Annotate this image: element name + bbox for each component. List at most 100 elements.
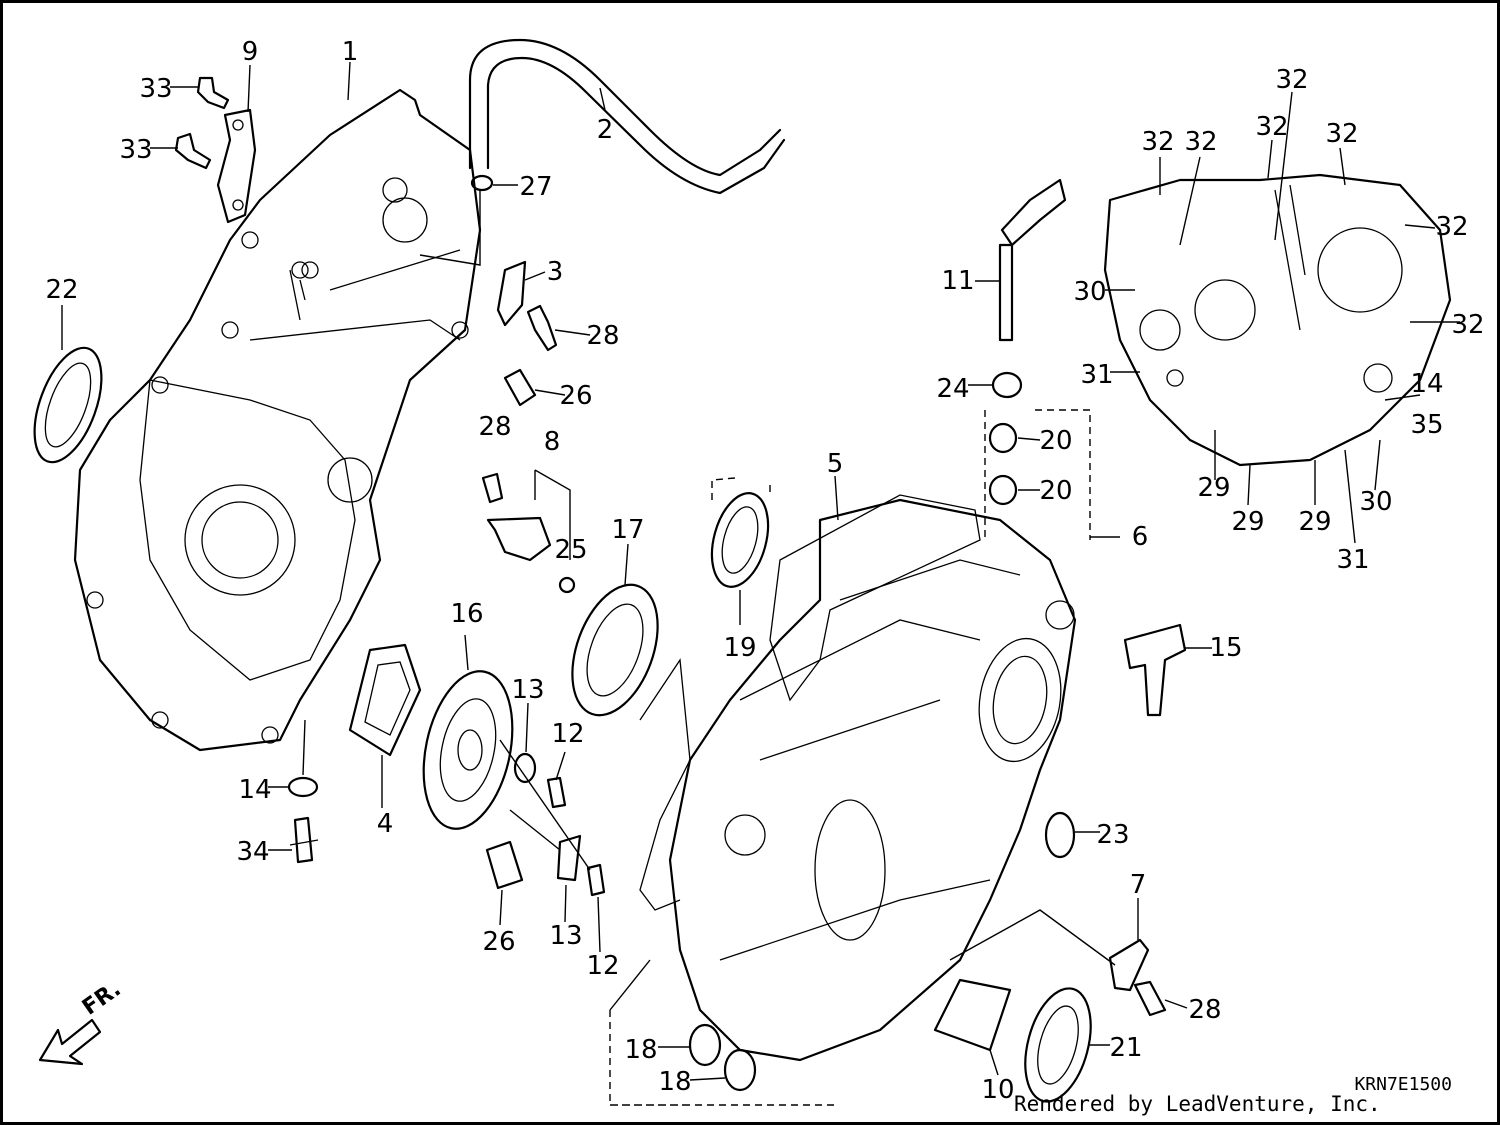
callout-5[interactable]: 5 [827, 449, 844, 479]
callout-21[interactable]: 21 [1109, 1033, 1142, 1063]
collar-18-lower[interactable] [723, 1048, 757, 1092]
callout-23[interactable]: 23 [1096, 820, 1129, 850]
callout-32[interactable]: 32 [1275, 65, 1308, 95]
clip-27[interactable] [470, 174, 494, 192]
seal-23[interactable] [1044, 811, 1076, 859]
callout-28[interactable]: 28 [1188, 995, 1221, 1025]
bolt-28-middle[interactable] [481, 472, 504, 504]
callout-14[interactable]: 14 [238, 775, 271, 805]
callout-14[interactable]: 14 [1410, 369, 1443, 399]
callout-7[interactable]: 7 [1130, 870, 1147, 900]
credit-text: Rendered by LeadVenture, Inc. [1014, 1092, 1381, 1116]
dowel-20-upper[interactable] [988, 422, 1018, 454]
callout-11[interactable]: 11 [941, 266, 974, 296]
callout-32[interactable]: 32 [1141, 127, 1174, 157]
screen-10[interactable] [933, 978, 1012, 1052]
callout-6[interactable]: 6 [1132, 522, 1149, 552]
callout-10[interactable]: 10 [981, 1075, 1014, 1105]
oil-seal-21[interactable] [1014, 981, 1102, 1109]
grommet-24[interactable] [991, 371, 1023, 399]
bolt-33-lower[interactable] [174, 132, 212, 170]
washer-14-lower[interactable] [287, 776, 319, 798]
callout-17[interactable]: 17 [611, 515, 644, 545]
collar-13-upper[interactable] [513, 752, 537, 784]
dowel-pin-26-lower[interactable] [485, 840, 524, 890]
plate-8[interactable] [486, 516, 552, 562]
callout-9[interactable]: 9 [242, 37, 259, 67]
crankcase-gasket-5[interactable] [639, 494, 981, 911]
callout-26[interactable]: 26 [559, 381, 592, 411]
dowel-pin-26-upper[interactable] [503, 368, 537, 407]
callout-29[interactable]: 29 [1298, 507, 1331, 537]
bracket-9[interactable] [216, 108, 257, 224]
callout-3[interactable]: 3 [547, 257, 564, 287]
screw-12-upper[interactable] [546, 776, 567, 809]
bearing-16[interactable] [410, 663, 525, 837]
callout-18[interactable]: 18 [658, 1067, 691, 1097]
callout-13[interactable]: 13 [549, 921, 582, 951]
callout-numbers: 1234567891011121213131414151617181819202… [45, 37, 1484, 1105]
collar-18-upper[interactable] [688, 1023, 722, 1067]
oil-seal-22[interactable] [21, 339, 115, 471]
callout-22[interactable]: 22 [45, 275, 78, 305]
callout-20[interactable]: 20 [1039, 476, 1072, 506]
callout-35[interactable]: 35 [1410, 410, 1443, 440]
callout-28[interactable]: 28 [586, 321, 619, 351]
callout-32[interactable]: 32 [1325, 119, 1358, 149]
callout-32[interactable]: 32 [1255, 112, 1288, 142]
sensor-11[interactable] [998, 178, 1067, 342]
callout-28[interactable]: 28 [478, 412, 511, 442]
plate-13-lower[interactable] [556, 834, 582, 882]
clamp-3[interactable] [496, 260, 527, 327]
callout-30[interactable]: 30 [1073, 277, 1106, 307]
callout-30[interactable]: 30 [1359, 487, 1392, 517]
callout-32[interactable]: 32 [1451, 310, 1484, 340]
bracket-15[interactable] [1123, 623, 1187, 717]
callout-4[interactable]: 4 [377, 809, 394, 839]
front-arrow-icon [38, 1018, 102, 1066]
leader-lines [61, 61, 1460, 1081]
callout-29[interactable]: 29 [1231, 507, 1264, 537]
bolt-28-upper[interactable] [526, 304, 558, 352]
callout-31[interactable]: 31 [1080, 360, 1113, 390]
drawing-code: KRN7E1500 [1354, 1074, 1452, 1095]
plate-7[interactable] [1108, 938, 1150, 992]
dowel-20-lower[interactable] [988, 474, 1018, 506]
callout-13[interactable]: 13 [511, 675, 544, 705]
callout-25[interactable]: 25 [554, 535, 587, 565]
callout-34[interactable]: 34 [236, 837, 269, 867]
bolt-33-upper[interactable] [196, 76, 230, 110]
callout-33[interactable]: 33 [139, 74, 172, 104]
callout-32[interactable]: 32 [1184, 127, 1217, 157]
bearing-17[interactable] [556, 573, 674, 727]
callout-12[interactable]: 12 [586, 951, 619, 981]
callout-2[interactable]: 2 [597, 115, 614, 145]
callout-27[interactable]: 27 [519, 172, 552, 202]
callout-12[interactable]: 12 [551, 719, 584, 749]
oil-screen-4[interactable] [348, 643, 422, 757]
callout-20[interactable]: 20 [1039, 426, 1072, 456]
callout-31[interactable]: 31 [1336, 545, 1369, 575]
left-crankcase[interactable] [73, 88, 482, 752]
callout-32[interactable]: 32 [1435, 212, 1468, 242]
callout-8[interactable]: 8 [544, 427, 561, 457]
callout-16[interactable]: 16 [450, 599, 483, 629]
callout-29[interactable]: 29 [1197, 473, 1230, 503]
callout-33[interactable]: 33 [119, 135, 152, 165]
bearing-19[interactable] [702, 487, 777, 593]
callout-18[interactable]: 18 [624, 1035, 657, 1065]
breather-tube-2[interactable] [468, 38, 786, 195]
screw-12-lower[interactable] [586, 863, 606, 897]
right-crankcase[interactable] [668, 498, 1077, 1062]
bolt-28-lower[interactable] [1133, 980, 1167, 1017]
washer-25[interactable] [558, 576, 576, 594]
cover-gasket[interactable] [1103, 173, 1452, 467]
callout-26[interactable]: 26 [482, 927, 515, 957]
callout-1[interactable]: 1 [342, 37, 359, 67]
drain-bolt-34[interactable] [289, 816, 319, 864]
callout-24[interactable]: 24 [936, 374, 969, 404]
callout-19[interactable]: 19 [723, 633, 756, 663]
callout-15[interactable]: 15 [1209, 633, 1242, 663]
